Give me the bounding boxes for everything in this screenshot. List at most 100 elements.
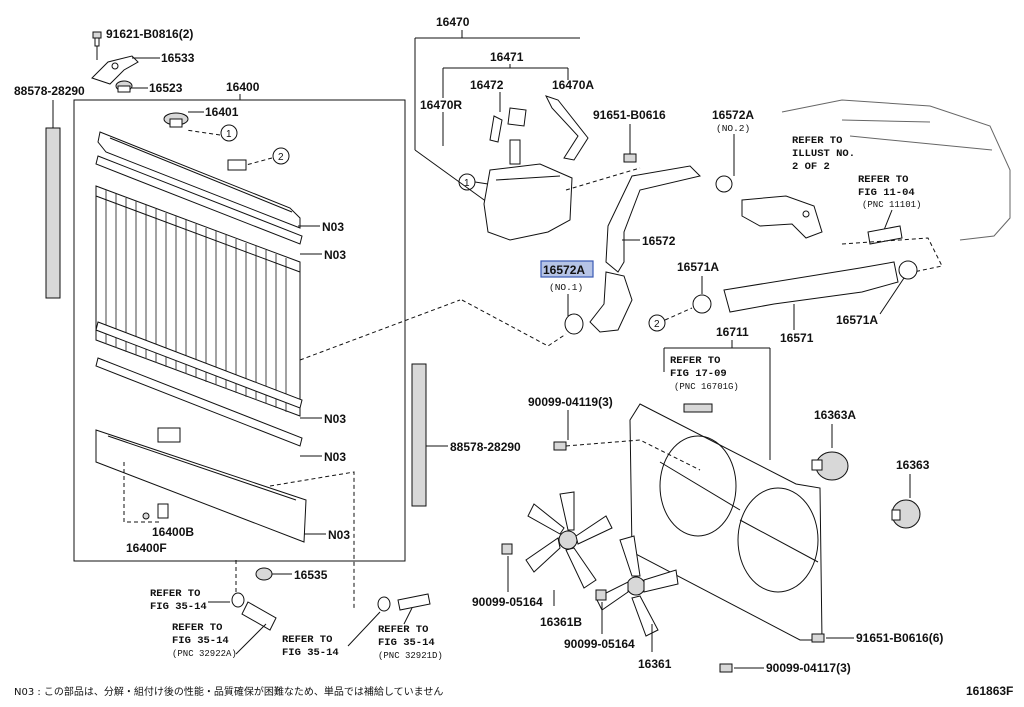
ref-fig1104-3[interactable]: (PNC 11101) [862,200,921,210]
clamp-no2-part [715,175,733,193]
label-88578-center[interactable]: 88578-28290 [450,440,521,454]
label-90099-04117[interactable]: 90099-04117(3) [766,661,851,675]
radiator-core-part [95,185,301,417]
label-16470a[interactable]: 16470A [552,78,594,92]
diagram-code: 161863F [966,684,1013,698]
ref-illust-1[interactable]: REFER TO [792,135,842,147]
hose-lower-right-part [397,593,431,611]
gasket-upper-part [95,155,303,245]
hose-lower-left-part [241,601,277,631]
cap-16471-part [507,107,527,127]
radiator-cap-16401-part [163,112,189,128]
ref-fig1709-3[interactable]: (PNC 16701G) [674,382,739,392]
label-16572a-no2[interactable]: 16572A [712,108,754,122]
ref-illust-3[interactable]: 2 OF 2 [792,161,830,173]
callout-2-hose [648,314,666,332]
nut-90099-left-part [501,543,513,555]
bolt-90099-04117-part [719,663,733,673]
label-16363[interactable]: 16363 [896,458,930,472]
label-16361[interactable]: 16361 [638,657,672,671]
ref-fig3514-c-2[interactable]: FIG 35-14 [282,647,339,659]
label-n03-2[interactable]: N03 [324,248,346,262]
bracket-16533-part [91,55,139,85]
ref-fig3514-a-2[interactable]: FIG 35-14 [150,601,207,613]
hose-16472-part [489,115,503,143]
label-88578-left[interactable]: 88578-28290 [14,84,85,98]
gasket-lower-part-1 [95,321,303,409]
callout-2-radiator [272,147,290,165]
ref-fig3514-d-2[interactable]: FIG 35-14 [378,637,435,649]
drain-plug-part [142,503,169,520]
label-n03-1[interactable]: N03 [322,220,344,234]
seal-88578-left-part [45,127,61,299]
label-16472[interactable]: 16472 [470,78,504,92]
label-plate-part [683,403,713,413]
label-16571a-right[interactable]: 16571A [836,313,878,327]
label-n03-3[interactable]: N03 [324,412,346,426]
ref-fig1104-1[interactable]: REFER TO [858,174,908,186]
clip-lower-right-part [377,596,391,612]
ref-fig3514-d-3[interactable]: (PNC 32921D) [378,651,443,661]
hose-16571-part [723,261,899,313]
callout-2-text: 2 [278,152,284,163]
fan-motor-16363a-part [811,451,849,481]
label-16400b[interactable]: 16400B [152,525,194,539]
bolt-91621-part [92,31,102,47]
highlight-16572a-no1 [540,260,594,278]
label-16400f[interactable]: 16400F [126,541,167,555]
label-91651-bottom[interactable]: 91651-B0616(6) [856,631,943,645]
ref-fig3514-c-1[interactable]: REFER TO [282,634,332,646]
seal-88578-center-part [411,363,427,507]
label-16711[interactable]: 16711 [716,325,749,339]
upper-tank-part [97,131,301,229]
ref-fig3514-b-1[interactable]: REFER TO [172,622,222,634]
label-no2[interactable]: (NO.2) [716,123,750,134]
clip-lower-left-part [231,592,245,608]
label-16572[interactable]: 16572 [642,234,676,248]
label-16470r[interactable]: 16470R [420,98,462,112]
label-n03-4[interactable]: N03 [324,450,346,464]
ref-fig3514-d-1[interactable]: REFER TO [378,624,428,636]
callout-2-hose-text: 2 [654,319,660,330]
label-n03-5[interactable]: N03 [328,528,350,542]
ref-fig3514-b-3[interactable]: (PNC 32922A) [172,649,237,659]
fan-16361-part [595,535,679,637]
ref-fig1709-2[interactable]: FIG 17-09 [670,368,727,380]
label-16572a-no1[interactable]: 16572A [543,263,585,277]
label-90099-04119[interactable]: 90099-04119(3) [528,395,613,409]
label-16533[interactable]: 16533 [161,51,195,65]
label-16400[interactable]: 16400 [226,80,260,94]
label-90099-05164-center[interactable]: 90099-05164 [564,637,635,651]
label-16361b[interactable]: 16361B [540,615,582,629]
label-16571[interactable]: 16571 [780,331,814,345]
callout-1-radiator [220,124,238,142]
label-91621[interactable]: 91621-B0816(2) [106,27,193,41]
label-90099-05164-left[interactable]: 90099-05164 [472,595,543,609]
bolt-90099-04119-part [553,441,567,451]
plug-16535-part [255,567,273,581]
label-16571a-left[interactable]: 16571A [677,260,719,274]
ref-fig1709-1[interactable]: REFER TO [670,355,720,367]
hose-16572-lower-part [589,271,633,333]
gasket-lower-part-2 [95,357,303,447]
label-16470[interactable]: 16470 [436,15,470,29]
label-16363a[interactable]: 16363A [814,408,856,422]
water-outlet-part [741,195,823,239]
ref-fig1104-2[interactable]: FIG 11-04 [858,187,915,199]
label-16471[interactable]: 16471 [490,50,524,64]
bolt-91651-top-part [623,153,637,163]
ref-fig3514-a-1[interactable]: REFER TO [150,588,200,600]
label-16401[interactable]: 16401 [205,105,239,119]
label-91651-top[interactable]: 91651-B0616 [593,108,666,122]
ref-fig3514-b-2[interactable]: FIG 35-14 [172,635,229,647]
clamp-no1-part [564,313,584,335]
fan-shroud-16711-part [629,403,823,641]
label-16535[interactable]: 16535 [294,568,328,582]
label-no1[interactable]: (NO.1) [549,282,583,293]
nut-90099-center-part [595,589,607,601]
label-16523[interactable]: 16523 [149,81,183,95]
ref-illust-2[interactable]: ILLUST NO. [792,148,855,160]
hose-16572-part [605,165,701,273]
pipe-fig1104-part [867,225,903,245]
